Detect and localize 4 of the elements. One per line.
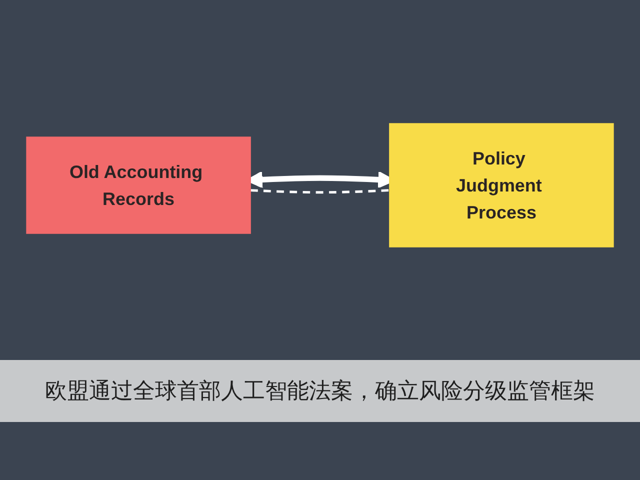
subtitle-banner: 欧盟通过全球首部人工智能法案，确立风险分级监管框架 bbox=[0, 360, 640, 422]
node-box: Old Accounting Records bbox=[26, 136, 251, 234]
node-box: Policy Judgment Process bbox=[389, 122, 614, 248]
connector bbox=[250, 188, 390, 194]
